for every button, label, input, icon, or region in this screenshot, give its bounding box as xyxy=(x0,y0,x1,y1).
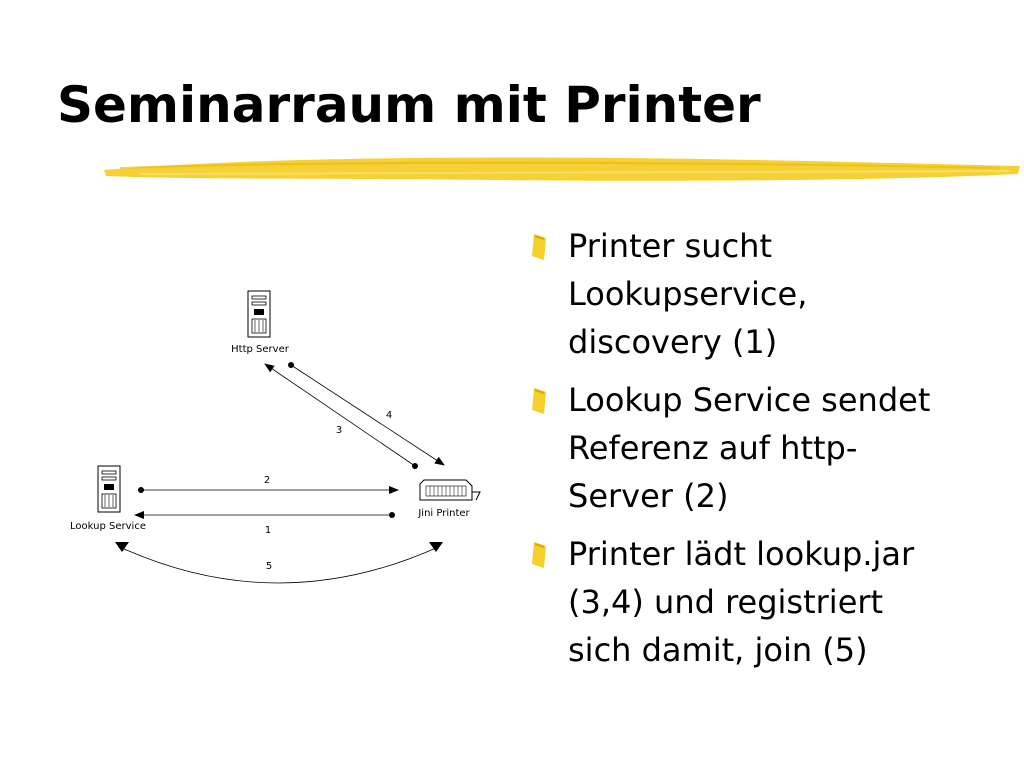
bullet-list: Printer sucht Lookupservice, discovery (… xyxy=(528,222,1008,684)
http-server-label: Http Server xyxy=(231,344,290,355)
edge-5-label: 5 xyxy=(266,561,272,572)
edge-5 xyxy=(115,542,443,584)
lookup-service-icon xyxy=(97,465,121,513)
lookup-service-label: Lookup Service xyxy=(70,521,146,532)
bullet-marker-icon xyxy=(532,234,546,260)
bullet-marker-icon xyxy=(532,388,546,414)
bullet-text: Lookup Service sendet Referenz auf http-… xyxy=(568,381,931,515)
jini-printer-icon xyxy=(419,479,481,501)
edge-1 xyxy=(134,511,395,519)
bullet-item: Printer lädt lookup.jar (3,4) und regist… xyxy=(528,530,1008,674)
edge-2-label: 2 xyxy=(264,475,270,486)
edge-4 xyxy=(288,362,445,466)
edge-3-label: 3 xyxy=(336,425,342,436)
bullet-marker-icon xyxy=(532,542,546,568)
jini-diagram: Http Server Lookup Service Jini Printer … xyxy=(70,290,481,584)
bullet-text: Printer sucht Lookupservice, discovery (… xyxy=(568,227,808,361)
http-server-icon xyxy=(247,290,271,338)
edge-3 xyxy=(264,363,418,469)
bullet-text: Printer lädt lookup.jar (3,4) und regist… xyxy=(568,535,915,669)
slide-title: Seminarraum mit Printer xyxy=(57,76,761,134)
edge-2 xyxy=(138,486,399,494)
title-underline-brushstroke xyxy=(104,157,1020,181)
edge-1-label: 1 xyxy=(265,525,271,536)
jini-printer-label: Jini Printer xyxy=(417,508,470,519)
bullet-item: Printer sucht Lookupservice, discovery (… xyxy=(528,222,1008,366)
bullet-item: Lookup Service sendet Referenz auf http-… xyxy=(528,376,1008,520)
edge-4-label: 4 xyxy=(386,410,392,421)
